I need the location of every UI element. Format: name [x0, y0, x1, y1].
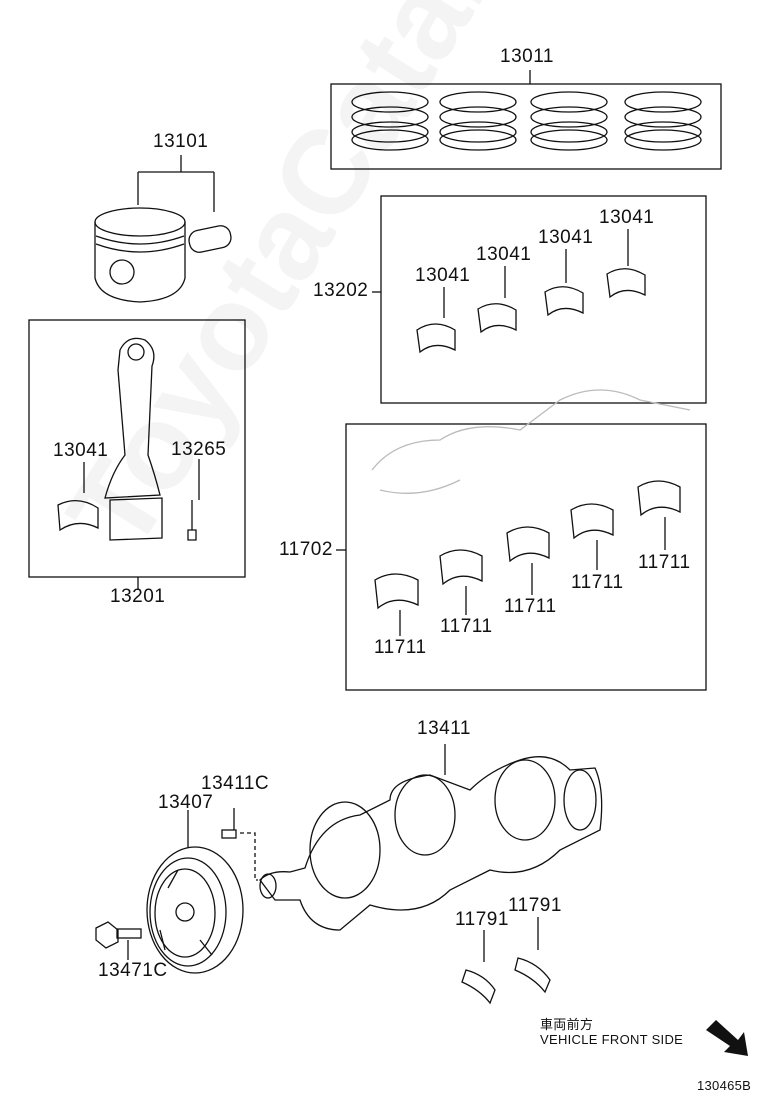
label-piston: 13101 — [153, 131, 209, 152]
label-front-side-en: VEHICLE FRONT SIDE — [540, 1032, 684, 1047]
bolt-illustration — [95, 921, 142, 949]
label-conrod-bearing-d: 13041 — [599, 207, 655, 228]
conrod-bearing-box — [380, 195, 707, 404]
label-piston-ring-set: 13011 — [500, 46, 554, 67]
label-pulley-bolt: 13471C — [98, 960, 168, 981]
key-illustration — [221, 829, 237, 839]
label-crank-bearing-set: 11702 — [279, 539, 333, 560]
label-crankshaft: 13411 — [417, 718, 471, 739]
label-pulley: 13407 — [158, 792, 214, 813]
label-crank-bearing-1: 11711 — [374, 637, 427, 658]
label-conrod-bearing-e: 13041 — [53, 440, 109, 461]
label-crank-key: 13411C — [201, 773, 270, 794]
crankshaft-ghost — [371, 389, 691, 494]
crankshaft-illustration — [259, 756, 603, 931]
illustration-id: 130465B — [697, 1078, 752, 1093]
label-thrust-washer-a: 11791 — [455, 909, 509, 930]
conrod-assembly-box — [28, 319, 246, 578]
label-crank-bearing-2: 11711 — [440, 616, 493, 637]
conrod-illustration — [57, 337, 197, 541]
crank-bearing-box — [345, 423, 707, 691]
pulley-illustration — [146, 846, 244, 974]
label-conrod-bearing-c: 13041 — [538, 227, 594, 248]
label-crank-bearing-4: 11711 — [571, 572, 624, 593]
label-conrod-bearing-a: 13041 — [415, 265, 471, 286]
conrod-bearings-illustration — [416, 268, 646, 354]
label-front-side-jp: 車両前方 — [540, 1017, 594, 1032]
front-side-arrow — [706, 1020, 748, 1056]
label-conrod-assembly: 13201 — [110, 586, 166, 607]
label-crank-bearing-3: 11711 — [504, 596, 557, 617]
label-crank-bearing-5: 11711 — [638, 552, 691, 573]
crank-bearings-illustration — [374, 480, 681, 636]
label-conrod-bearing-set: 13202 — [313, 280, 369, 301]
piston-ring-box — [330, 83, 722, 170]
label-conrod-bearing-b: 13041 — [476, 244, 532, 265]
label-thrust-washer-b: 11791 — [508, 895, 562, 916]
piston-rings-illustration — [351, 91, 702, 151]
piston-illustration — [94, 207, 232, 303]
thrust-washer-a — [461, 969, 496, 1005]
label-conrod-bolt: 13265 — [171, 439, 227, 460]
thrust-washer-b — [514, 957, 551, 994]
